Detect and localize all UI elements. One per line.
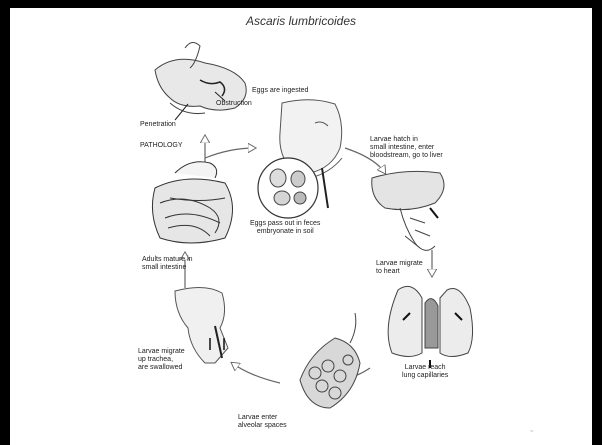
- label-pathology: PATHOLOGY: [140, 142, 183, 150]
- label-larvae-heart: Larvae migrate to heart: [376, 260, 423, 276]
- slide: Ascaris lumbricoides: [10, 8, 592, 445]
- label-alveolar-spaces: Larvae enter alveolar spaces: [238, 414, 287, 430]
- label-trachea: Larvae migrate up trachea, are swallowed: [138, 348, 185, 372]
- liver-drawing: [372, 171, 444, 250]
- label-adults-mature: Adults mature in small intestine: [142, 256, 193, 272]
- intestine-obstruction-drawing: [155, 42, 246, 120]
- artist-signature: ~: [530, 429, 534, 435]
- arrow-to-trachea: [232, 363, 280, 383]
- arrow-to-eggs: [205, 148, 255, 158]
- label-larvae-hatch: Larvae hatch in small intestine, enter b…: [370, 136, 443, 160]
- label-eggs-ingested: Eggs are ingested: [252, 87, 308, 95]
- label-lung-capillaries: Larvae reach lung capillaries: [402, 364, 448, 380]
- label-obstruction: Obstruction: [216, 100, 252, 108]
- alveoli-drawing: [300, 313, 360, 408]
- label-penetration: Penetration: [140, 121, 176, 129]
- eggs-circle: [258, 158, 318, 218]
- label-eggs-feces: Eggs pass out in feces embryonate in soi…: [250, 220, 320, 236]
- adult-worms-drawing: [152, 162, 232, 243]
- lungs-drawing: [388, 286, 472, 368]
